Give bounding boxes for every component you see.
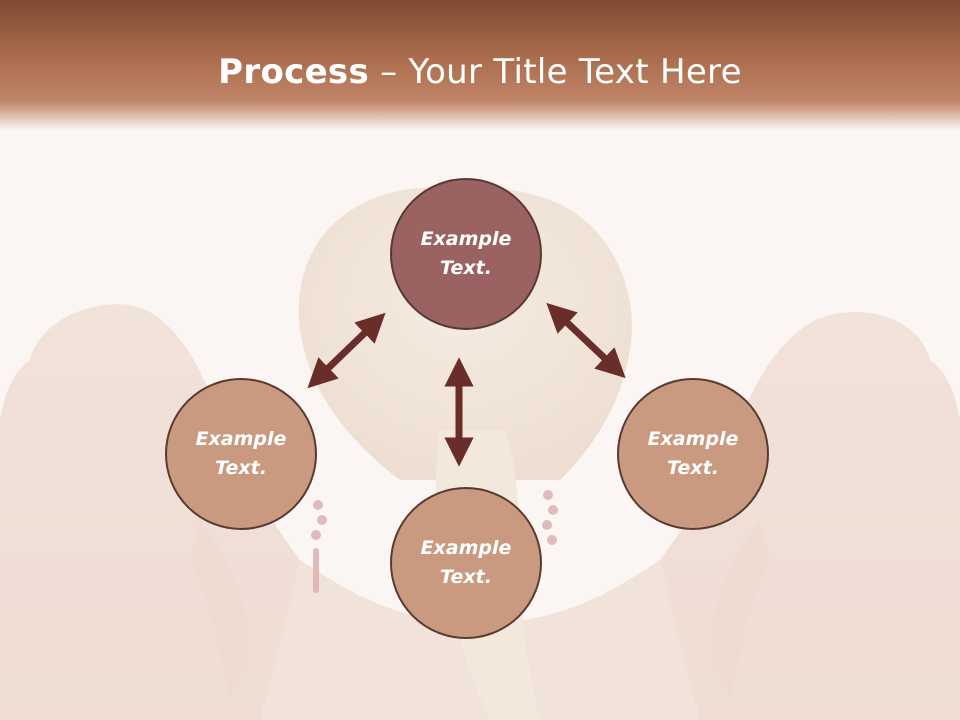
node-top-line2: Text. bbox=[440, 257, 492, 279]
title-bold: Process bbox=[218, 52, 370, 92]
node-top-line1: Example bbox=[420, 228, 512, 250]
node-bottom-line1: Example bbox=[420, 537, 512, 559]
title-rest: – Your Title Text Here bbox=[369, 52, 742, 92]
node-left-line1: Example bbox=[195, 428, 287, 450]
arrow-top-right bbox=[546, 302, 626, 379]
title-bar bbox=[0, 0, 960, 130]
slide-title: Process – Your Title Text Here bbox=[0, 52, 960, 92]
arrow-top-left bbox=[307, 312, 386, 389]
node-right-line2: Text. bbox=[667, 457, 719, 479]
node-right-line1: Example bbox=[647, 428, 739, 450]
node-left-line2: Text. bbox=[215, 457, 267, 479]
node-bottom-line2: Text. bbox=[440, 566, 492, 588]
